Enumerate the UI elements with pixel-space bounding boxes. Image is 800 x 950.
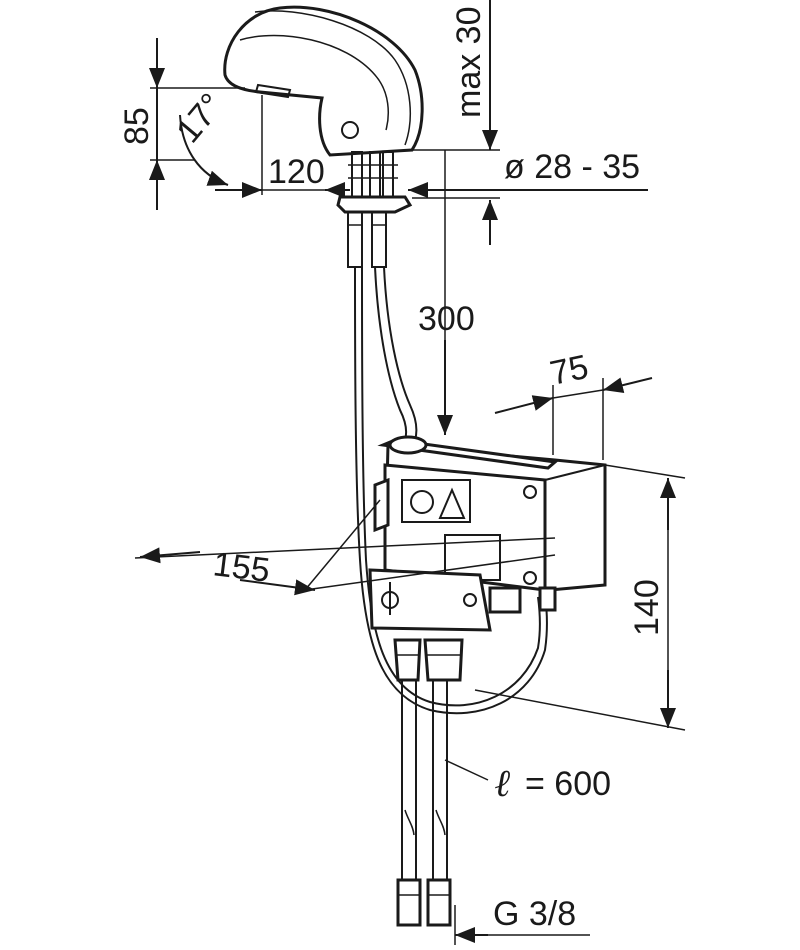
sensor-icon [341,121,359,139]
dim-hose-length: = 600 [525,765,611,803]
dim-width-75: 75 [547,348,592,393]
faucet-spout [223,5,424,157]
mounting-studs [336,151,413,268]
dim-cable-300: 300 [418,300,475,338]
dim-reach-120: 120 [268,153,325,191]
dim-thread: G 3/8 [493,895,576,933]
screw-icon [523,485,537,499]
valve-block [368,568,557,632]
circle-icon [410,490,434,514]
dim-hose-length-symbol: ℓ [495,763,511,805]
hoses [393,638,464,927]
screw-icon [523,571,537,585]
control-panel-label [401,479,471,523]
triangle-icon [438,487,466,519]
dim-diameter: ø 28 - 35 [504,148,640,186]
dim-height-85: 85 [118,107,156,145]
dim-max-30: max 30 [450,7,488,119]
cables [354,266,548,715]
dim-depth-155: 155 [211,545,272,590]
dimension-lines [134,0,686,945]
dim-height-140: 140 [628,579,666,636]
dim-angle-17: 17° [169,86,231,150]
control-box [373,435,607,592]
